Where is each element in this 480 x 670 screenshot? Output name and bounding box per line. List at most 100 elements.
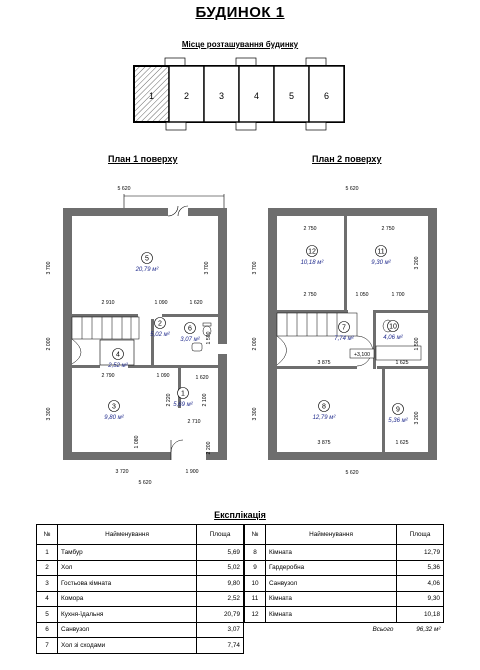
site-porch bbox=[305, 57, 327, 67]
room-area: 20,79 м² bbox=[135, 267, 160, 273]
dimension-label: 3 875 bbox=[318, 360, 331, 366]
site-unit bbox=[133, 65, 170, 123]
row-number: 4 bbox=[36, 590, 58, 607]
row-area: 9,80 bbox=[196, 575, 244, 592]
floor2-walls bbox=[268, 208, 437, 460]
row-number: 12 bbox=[244, 606, 266, 623]
dimension-label: 1 625 bbox=[396, 440, 409, 446]
site-plan-title: Місце розташування будинку bbox=[181, 40, 299, 49]
dimension-label: 2 750 bbox=[304, 226, 317, 232]
room-marker bbox=[141, 252, 153, 264]
room-marker bbox=[338, 321, 350, 333]
col-area: Площа bbox=[396, 524, 444, 545]
dimension-label: 1 700 bbox=[392, 292, 405, 298]
floor2-title: План 2 поверху bbox=[312, 154, 382, 164]
dimension-label: 2 750 bbox=[382, 226, 395, 232]
site-unit bbox=[308, 65, 345, 123]
room-number: 3 bbox=[112, 403, 116, 410]
row-name: Санвузол bbox=[265, 575, 397, 592]
site-unit-number: 2 bbox=[184, 91, 189, 101]
room-number: 12 bbox=[308, 248, 316, 255]
floor2-stairs bbox=[276, 312, 374, 367]
dimension-label: 1 500 bbox=[414, 337, 420, 350]
dimension-label: 1 080 bbox=[134, 435, 140, 448]
dimension-label: 1 090 bbox=[157, 373, 170, 379]
room-marker bbox=[154, 317, 166, 329]
site-unit-number: 5 bbox=[289, 91, 294, 101]
row-name: Комора bbox=[57, 590, 197, 607]
site-porch bbox=[165, 121, 187, 131]
dimension-label: 5 620 bbox=[346, 186, 359, 192]
row-area: 5,36 bbox=[396, 559, 444, 576]
dimension-label: 1 620 bbox=[196, 375, 209, 381]
toilet-icon bbox=[191, 322, 212, 352]
dimension-label: 1 900 bbox=[186, 469, 199, 475]
row-area: 2,52 bbox=[196, 590, 244, 607]
row-number: 3 bbox=[36, 575, 58, 592]
row-area: 5,02 bbox=[196, 559, 244, 576]
total-label: Всього bbox=[372, 626, 394, 634]
pantry-frame bbox=[99, 339, 135, 366]
dimension-label: 5 620 bbox=[139, 480, 152, 486]
site-porch bbox=[305, 121, 327, 131]
room-number: 10 bbox=[389, 323, 397, 330]
room-number: 6 bbox=[188, 325, 192, 332]
room-number: 2 bbox=[158, 320, 162, 327]
dimension-label: 3 700 bbox=[252, 261, 258, 274]
site-porch bbox=[164, 57, 186, 67]
dimension-label: 2 910 bbox=[102, 300, 115, 306]
room-marker bbox=[108, 400, 120, 412]
row-number: 6 bbox=[36, 621, 58, 638]
dimension-label: 3 300 bbox=[46, 407, 52, 420]
dimension-label: 5 620 bbox=[118, 186, 131, 192]
dimension-label: 1 090 bbox=[155, 300, 168, 306]
dimension-label: 3 200 bbox=[414, 411, 420, 424]
dimension-label: 2 000 bbox=[252, 337, 258, 350]
room-marker bbox=[375, 245, 387, 257]
site-unit-number: 6 bbox=[324, 91, 329, 101]
room-number: 11 bbox=[377, 248, 384, 255]
row-name: Гардеробна bbox=[265, 559, 397, 576]
col-name: Найменування bbox=[57, 524, 197, 545]
col-number: № bbox=[36, 524, 58, 545]
row-name: Тамбур bbox=[57, 544, 197, 561]
level-mark bbox=[349, 348, 375, 359]
room-area: 9,80 м² bbox=[104, 415, 124, 421]
site-porch bbox=[235, 57, 257, 67]
row-name: Кімната bbox=[265, 590, 397, 607]
room-marker bbox=[306, 245, 318, 257]
row-number: 7 bbox=[36, 637, 58, 654]
row-name: Кімната bbox=[265, 544, 397, 561]
dimension-label: 3 700 bbox=[46, 261, 52, 274]
dimension-label: 2 710 bbox=[188, 419, 201, 425]
site-unit bbox=[273, 65, 310, 123]
row-number: 9 bbox=[244, 559, 266, 576]
row-name: Кімната bbox=[265, 606, 397, 623]
room-area: 5,02 м² bbox=[150, 332, 170, 338]
explication-title: Експлікація bbox=[214, 510, 266, 520]
row-area: 10,18 bbox=[396, 606, 444, 623]
total-value: 96,32 м² bbox=[416, 626, 441, 634]
room-marker bbox=[184, 322, 196, 334]
dimension-label: 2 220 bbox=[166, 393, 172, 406]
room-area: 2,52 м² bbox=[107, 363, 128, 369]
room-area: 5,36 м² bbox=[388, 418, 408, 424]
row-name: Санвузол bbox=[57, 621, 197, 638]
col-area: Площа bbox=[196, 524, 244, 545]
dimension-label: 5 620 bbox=[346, 470, 359, 476]
row-number: 2 bbox=[36, 559, 58, 576]
dimension-label: 2 750 bbox=[304, 292, 317, 298]
room-number: 9 bbox=[396, 406, 400, 413]
room-area: 4,06 м² bbox=[383, 335, 403, 341]
page-title: БУДИНОК 1 bbox=[195, 4, 285, 21]
room-area: 7,74 м² bbox=[334, 336, 354, 342]
